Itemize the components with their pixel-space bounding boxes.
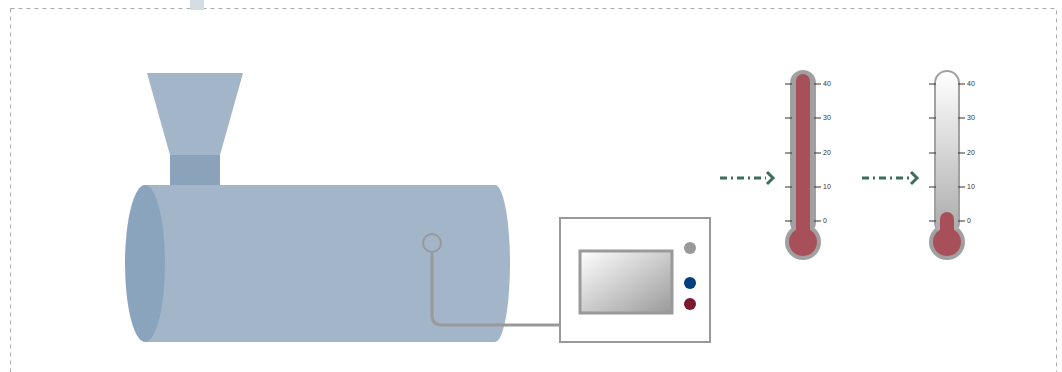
thermometer-cold	[929, 70, 965, 260]
scale-number: 0	[823, 217, 827, 225]
sensor-wire	[423, 234, 560, 325]
scale-number: 30	[823, 114, 831, 122]
scale-number: 40	[967, 80, 975, 88]
extruder	[125, 73, 510, 342]
scale-number: 40	[823, 80, 831, 88]
controller	[560, 218, 710, 342]
flow-arrows	[720, 172, 917, 184]
scale-number: 20	[967, 149, 975, 157]
tab	[190, 0, 204, 10]
scale-number: 10	[967, 183, 975, 191]
thermometer-hot	[785, 70, 821, 260]
scale-number: 30	[967, 114, 975, 122]
scale-number: 20	[823, 149, 831, 157]
scale-number: 10	[823, 183, 831, 191]
frame	[11, 9, 1057, 372]
scale-number: 0	[967, 217, 971, 225]
